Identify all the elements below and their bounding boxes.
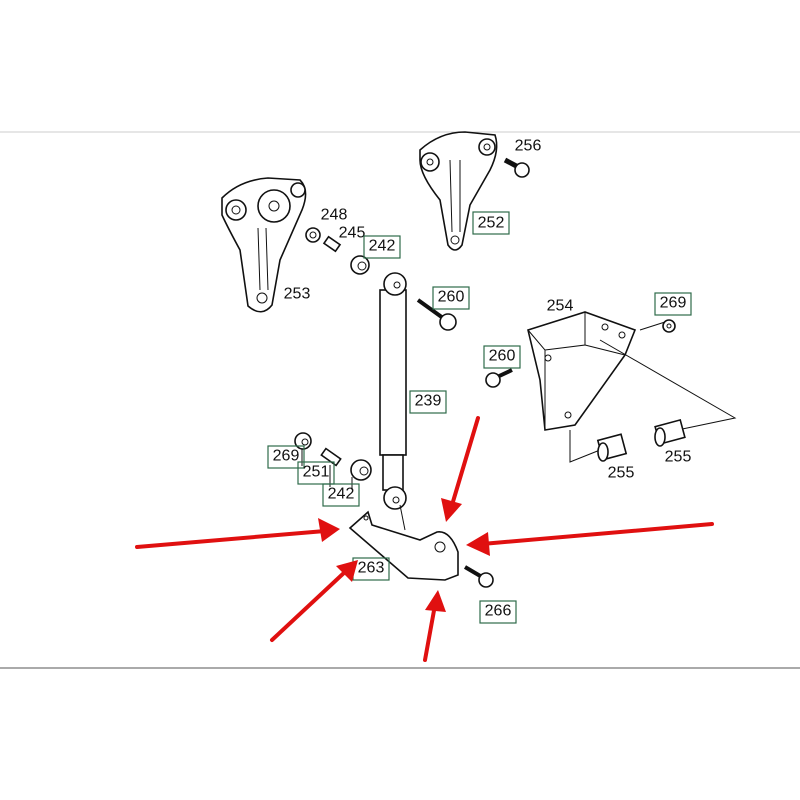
part-label-260-lower[interactable]: 260 — [483, 345, 521, 369]
part-label-252[interactable]: 252 — [472, 211, 510, 235]
svg-text:260: 260 — [438, 289, 465, 306]
svg-text:239: 239 — [415, 393, 442, 410]
part-label-269-left[interactable]: 269 — [267, 445, 305, 469]
svg-text:242: 242 — [328, 486, 355, 503]
red-arrow-left — [135, 518, 340, 549]
part-label-242-top[interactable]: 242 — [363, 235, 401, 259]
part-label-255-a[interactable]: 255 — [608, 465, 635, 482]
svg-text:255: 255 — [608, 465, 635, 482]
svg-text:251: 251 — [303, 464, 330, 481]
nut-269-right — [662, 319, 676, 333]
part-label-269-right[interactable]: 269 — [654, 292, 692, 316]
svg-text:245: 245 — [339, 225, 366, 242]
red-arrow-right — [466, 522, 714, 556]
part-label-256[interactable]: 256 — [515, 138, 542, 155]
bracket-253 — [221, 177, 307, 313]
red-arrow-bottom-left — [270, 560, 358, 642]
bolt-260-upper — [416, 298, 457, 331]
svg-text:266: 266 — [485, 603, 512, 620]
svg-text:269: 269 — [660, 295, 687, 312]
bushing-242-top — [350, 255, 370, 275]
svg-text:248: 248 — [321, 207, 348, 224]
part-label-254[interactable]: 254 — [547, 298, 574, 315]
part-label-239[interactable]: 239 — [409, 390, 447, 414]
part-label-251[interactable]: 251 — [297, 461, 335, 485]
bushing-242-lower — [350, 459, 372, 481]
svg-text:269: 269 — [273, 448, 300, 465]
red-arrow-top — [441, 416, 480, 522]
spacer-255-a — [596, 433, 628, 462]
svg-text:263: 263 — [358, 560, 385, 577]
part-label-248[interactable]: 248 — [321, 207, 348, 224]
sleeve-245 — [322, 235, 342, 253]
bolt-260-lower — [485, 368, 513, 388]
spacer-255-b — [654, 418, 686, 447]
bracket-252 — [419, 131, 498, 251]
washer-248 — [305, 227, 321, 243]
part-label-260-upper[interactable]: 260 — [432, 286, 470, 310]
red-arrow-bottom — [423, 590, 446, 662]
part-label-255-b[interactable]: 255 — [665, 449, 692, 466]
bracket-254 — [527, 311, 737, 463]
part-label-242-lower[interactable]: 242 — [322, 483, 360, 507]
part-label-266[interactable]: 266 — [479, 600, 517, 624]
sleeve-251 — [320, 447, 342, 467]
svg-text:255: 255 — [665, 449, 692, 466]
bracket-263 — [348, 510, 459, 581]
svg-text:252: 252 — [478, 215, 505, 232]
part-label-263[interactable]: 263 — [352, 557, 390, 581]
part-label-245[interactable]: 245 — [339, 225, 366, 242]
damper-239 — [379, 272, 407, 531]
svg-text:256: 256 — [515, 138, 542, 155]
part-label-253[interactable]: 253 — [284, 286, 311, 303]
svg-text:254: 254 — [547, 298, 574, 315]
bolt-256 — [503, 157, 530, 178]
nut-269-left — [294, 432, 312, 450]
svg-text:260: 260 — [489, 348, 516, 365]
svg-text:253: 253 — [284, 286, 311, 303]
svg-text:242: 242 — [369, 238, 396, 255]
bolt-266 — [463, 565, 494, 588]
